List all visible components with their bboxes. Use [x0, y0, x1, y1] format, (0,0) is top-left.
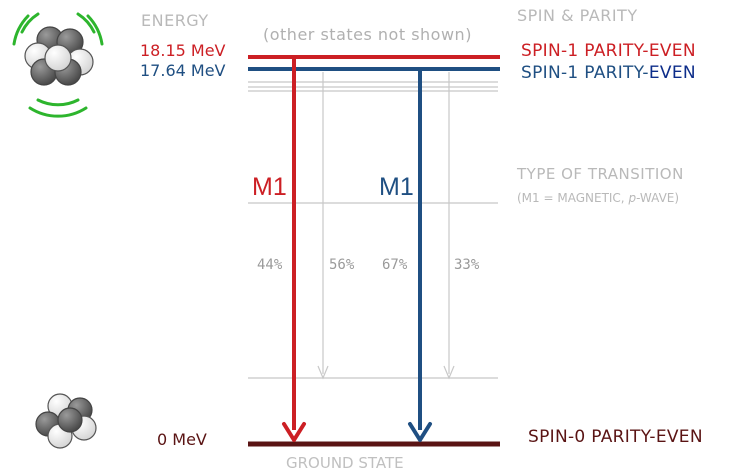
faint-arrowhead-33: [443, 365, 455, 380]
red-m1-arrow: [282, 57, 306, 442]
excited-nucleus-icon: [12, 12, 104, 118]
energy-header: ENERGY: [141, 11, 209, 30]
background-sketch-lines: [248, 72, 498, 380]
branching-44: 44%: [257, 257, 283, 273]
blue-m1-arrow: [408, 69, 432, 442]
transition-label-blue-m1: M1: [379, 173, 414, 201]
energy-label-17-64: 17.64 MeV: [140, 61, 226, 80]
energy-label-18-15: 18.15 MeV: [140, 41, 226, 60]
spin-parity-label-18-15: SPIN-1 PARITY-EVEN: [521, 41, 696, 61]
transition-type-note: (M1 = MAGNETIC, p-WAVE): [517, 191, 680, 205]
spin-parity-prefix: SPIN-1 PARITY-: [521, 63, 649, 83]
ground-nucleus-icon: [35, 393, 97, 449]
branching-33: 33%: [454, 257, 480, 273]
spin-parity-suffix: EVEN: [648, 63, 696, 83]
spin-parity-label-ground: SPIN-0 PARITY-EVEN: [528, 427, 703, 447]
spin-parity-label-17-64: SPIN-1 PARITY-EVEN: [521, 65, 696, 82]
branching-56: 56%: [329, 257, 355, 273]
transition-type-header: TYPE OF TRANSITION: [517, 165, 684, 183]
faint-arrowhead-56: [317, 365, 329, 380]
branching-67: 67%: [382, 257, 408, 273]
energy-label-ground: 0 MeV: [157, 430, 207, 449]
spin-parity-header: SPIN & PARITY: [517, 6, 638, 25]
ground-state-caption: GROUND STATE: [286, 454, 404, 472]
transition-label-red-m1: M1: [252, 173, 287, 201]
other-states-note: (other states not shown): [263, 25, 472, 44]
